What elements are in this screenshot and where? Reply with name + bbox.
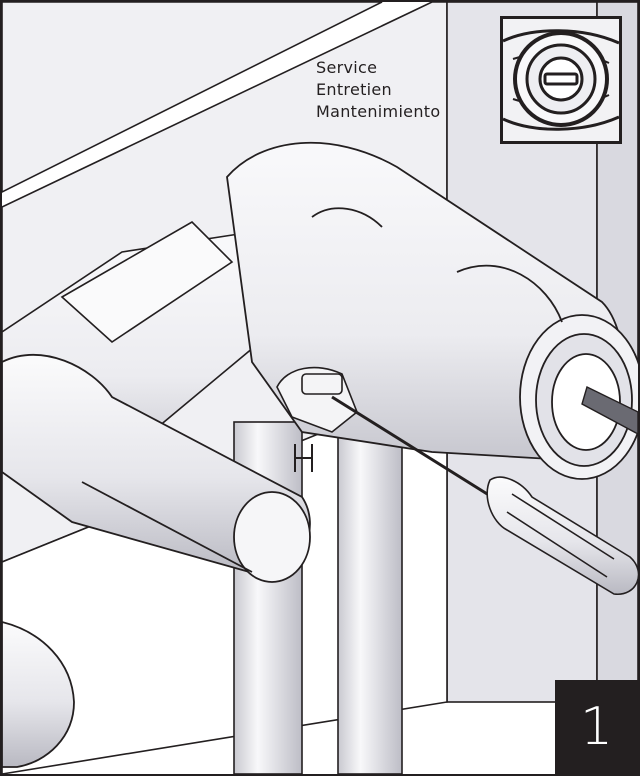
lower-handle [2,621,75,768]
label-service-french: Entretien [316,80,392,99]
handle-lever [2,353,311,583]
label-service-spanish: Mantenimiento [316,102,441,121]
hot-marking [294,444,313,472]
slotted-screw-icon [503,29,619,131]
retaining-clip [276,366,358,433]
screwdriver [331,395,638,595]
threaded-stem [581,386,638,435]
step-number-badge: 1 [555,680,638,774]
service-label: Service Entretien Mantenimiento [316,57,440,123]
label-service-english: Service [316,58,378,77]
screw-closeup-inset [500,16,622,144]
